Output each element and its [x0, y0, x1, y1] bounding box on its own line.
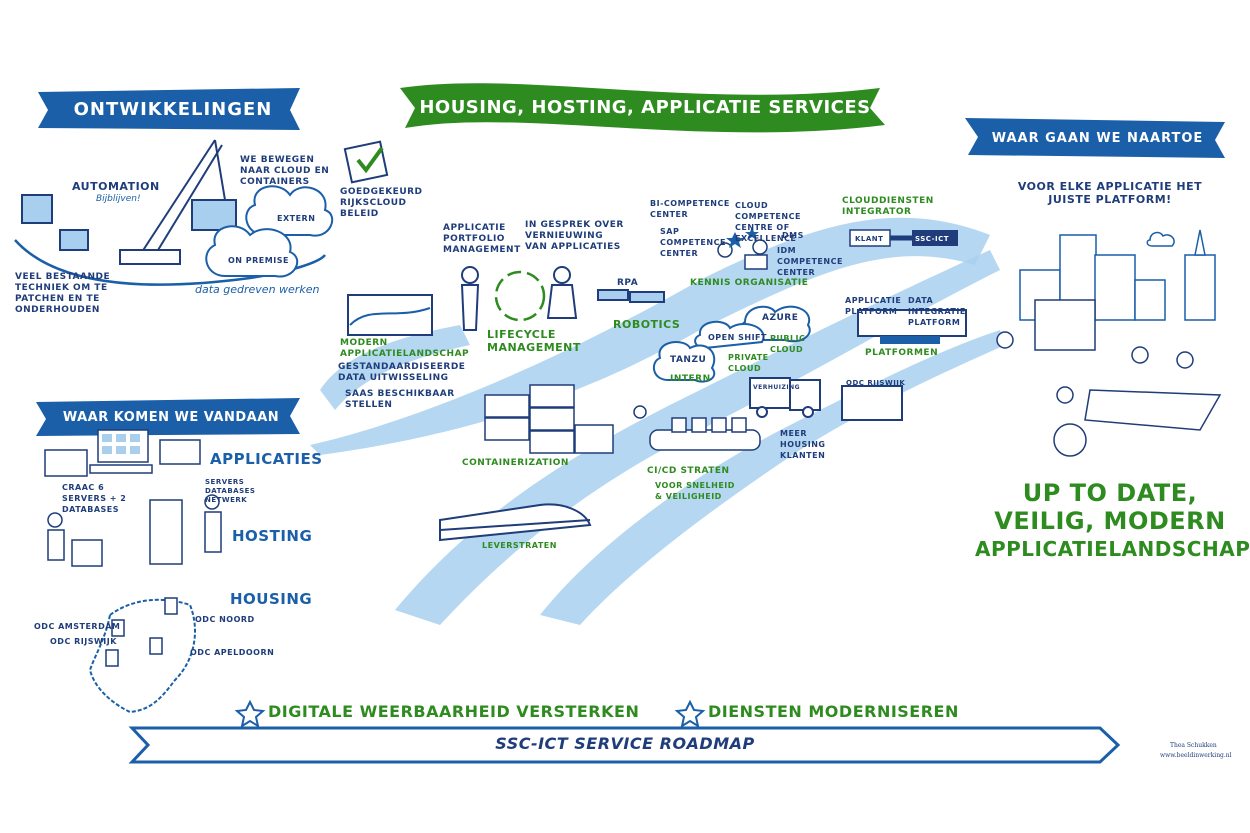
star-icon-1: [234, 699, 266, 729]
klant-label: Klant: [855, 235, 884, 243]
extern-label: Extern: [277, 214, 316, 223]
netherlands-map-icon: [88, 598, 196, 714]
saas-label: SaaS beschikbaar stellen: [345, 389, 455, 410]
banner-waar-komen: Waar komen we vandaan: [62, 409, 280, 425]
data-driven-label: data gedreven werken: [195, 283, 320, 296]
robot-arm-icon: [597, 289, 665, 303]
crane-icon: [119, 139, 237, 265]
train-icon: [439, 503, 592, 542]
sap-cc-label: SAP competence center: [660, 227, 726, 258]
banner-ontwikkelingen-shape: [38, 88, 300, 130]
cicd-sub-label: voor snelheid & veiligheid: [655, 481, 735, 501]
road-4: [320, 325, 470, 410]
robotics-label: Robotics: [613, 318, 681, 331]
data-uitwisseling-label: Gestandaardiseerde data uitwisseling: [338, 362, 466, 383]
goal-line-3: applicatielandschap: [975, 537, 1250, 561]
idm-cc-label: IDM competence center: [777, 246, 843, 277]
cloud-small-right: [1146, 231, 1175, 247]
verhuizing-label: Verhuizing: [753, 384, 801, 391]
odc-amsterdam-label: ODC Amsterdam: [34, 622, 121, 631]
platform-text: Voor elke applicatie het juiste platform…: [1017, 180, 1203, 206]
public-cloud-label: Public cloud: [770, 334, 806, 354]
lifecycle-label: Lifecycle management: [487, 328, 581, 354]
applicaties-label: Applicaties: [210, 450, 323, 468]
credit-url: www.beeldinwerking.nl: [1160, 752, 1232, 759]
banner-ontwikkelingen: Ontwikkelingen: [73, 98, 273, 120]
craac-label: CRAAC 6 servers + 2 databases: [62, 483, 127, 514]
goal-2-label: Diensten moderniseren: [708, 702, 959, 721]
star-icon-2: [674, 699, 706, 729]
azure-label: Azure: [762, 313, 799, 323]
odc-noord-label: ODC Noord: [195, 615, 255, 624]
check-icon: [343, 140, 389, 184]
modern-landschap-label: Modern applicatielandschap: [340, 338, 470, 359]
container-icon: [484, 384, 614, 454]
app-platform-label: Applicatie platform: [845, 296, 902, 316]
road-2: [395, 250, 1000, 625]
star-icon-cluster: [726, 227, 759, 248]
cloud-on-premise: [205, 225, 299, 278]
vernieuwing-label: In gesprek over vernieuwing van applicat…: [525, 220, 624, 252]
hosting-label: Hosting: [232, 527, 313, 545]
on-premise-label: On premise: [228, 256, 289, 265]
banner-main-title: Housing, Hosting, Applicatie Services: [419, 96, 871, 118]
odc-apeldoorn-label: ODC Apeldoorn: [190, 648, 275, 657]
intern-label: Intern: [670, 374, 711, 384]
credit-name: Thea Schukken: [1170, 742, 1217, 749]
goal-line-2: veilig, modern: [994, 507, 1226, 535]
dms-label: DMS: [782, 231, 804, 240]
goal-1-label: Digitale weerbaarheid versterken: [268, 702, 640, 721]
housing-label: Housing: [230, 590, 313, 608]
cloud-move-label: We bewegen naar cloud en containers: [240, 155, 330, 187]
tanzu-label: Tanzu: [670, 355, 707, 365]
bi-cc-label: BI-competence center: [650, 199, 730, 219]
servers-label: Servers databases netwerk: [205, 478, 256, 504]
banner-main-title-shape: [400, 83, 885, 133]
road-3: [540, 330, 1005, 625]
bijblijven-label: Bijblijven!: [96, 194, 141, 204]
legacy-label: Veel bestaande techniek om te patchen en…: [15, 272, 111, 315]
cloud-openshift: [694, 320, 765, 350]
cloud-integrator-label: Clouddiensten integrator: [842, 196, 934, 217]
housing-klanten-label: Meer housing klanten: [780, 429, 826, 460]
cloud-cc-label: Cloud competence centre of excellence: [735, 201, 801, 243]
odc-rijswijk-building-label: ODC Rijswijk: [846, 379, 906, 387]
containerization-label: Containerization: [462, 458, 569, 468]
goal-line-1: Up to date,: [1022, 479, 1198, 507]
truck-icon: [749, 377, 821, 418]
data-platform-label: Data integratie platform: [908, 296, 966, 327]
handshake-icon: [849, 229, 958, 247]
kennis-label: Kennis organisatie: [690, 278, 809, 288]
banner-roadmap: SSC-ICT Service Roadmap: [495, 734, 755, 753]
banner-waar-komen-shape: [36, 398, 300, 436]
ssc-label: SSC-ICT: [915, 235, 949, 243]
banner-waar-gaan: Waar gaan we naartoe: [991, 130, 1204, 146]
private-cloud-label: Private cloud: [728, 353, 769, 373]
cloud-tanzu: [652, 341, 716, 383]
rpa-label: RPA: [617, 278, 639, 288]
platformen-label: Platformen: [865, 348, 939, 358]
odc-rijswijk-label: ODC Rijswijk: [50, 637, 117, 646]
openshift-label: Open Shift: [708, 333, 767, 342]
road-1: [310, 217, 990, 455]
cloud-extern: [245, 185, 334, 237]
banner-waar-gaan-shape: [965, 118, 1225, 158]
rijkscloud-label: Goedgekeurd Rijkscloud beleid: [340, 187, 423, 219]
roadmap-arrow-shape: [128, 726, 1121, 764]
automation-label: Automation: [72, 180, 160, 193]
portfolio-label: Applicatie portfolio management: [443, 223, 521, 255]
leverstraten-label: Leverstraten: [482, 541, 557, 550]
cicd-label: CI/CD straten: [647, 466, 730, 476]
